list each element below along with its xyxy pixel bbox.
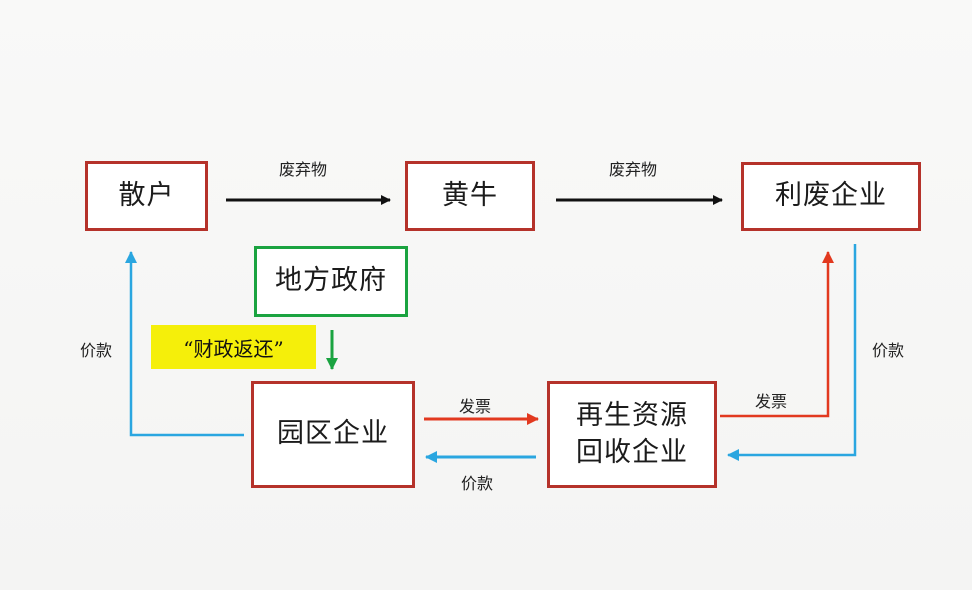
node-huangniu: 黄牛 — [405, 161, 535, 231]
node-lifei-label: 利废企业 — [775, 180, 887, 212]
node-huangniu-label: 黄牛 — [442, 179, 498, 211]
fiscal-rebate-highlight: “财政返还” — [151, 325, 316, 369]
label-invoice-bottom: 发票 — [459, 397, 492, 416]
node-yuanqu-label: 园区企业 — [277, 418, 389, 450]
node-zaisheng: 再生资源 回收企业 — [547, 381, 717, 488]
label-waste-1: 废弃物 — [279, 160, 328, 179]
fiscal-rebate-label: “财政返还” — [183, 336, 284, 361]
node-sanhu: 散户 — [85, 161, 208, 231]
node-zaisheng-label: 再生资源 回收企业 — [576, 400, 688, 468]
label-payment-bottom: 价款 — [461, 474, 494, 493]
node-sanhu-label: 散户 — [118, 179, 175, 211]
arrow-payment-lifei-to-zaisheng — [727, 244, 857, 461]
node-yuanqu: 园区企业 — [251, 381, 415, 488]
label-invoice-right: 发票 — [755, 392, 788, 411]
label-payment-right: 价款 — [872, 341, 905, 360]
node-difang: 地方政府 — [254, 246, 408, 317]
label-payment-left: 价款 — [80, 341, 113, 360]
arrow-payment-yuanqu-to-sanhu — [125, 251, 244, 437]
label-waste-2: 废弃物 — [609, 160, 658, 179]
node-lifei: 利废企业 — [741, 162, 921, 231]
arrow-invoice-zaisheng-to-lifei — [720, 251, 834, 418]
node-difang-label: 地方政府 — [275, 265, 387, 297]
